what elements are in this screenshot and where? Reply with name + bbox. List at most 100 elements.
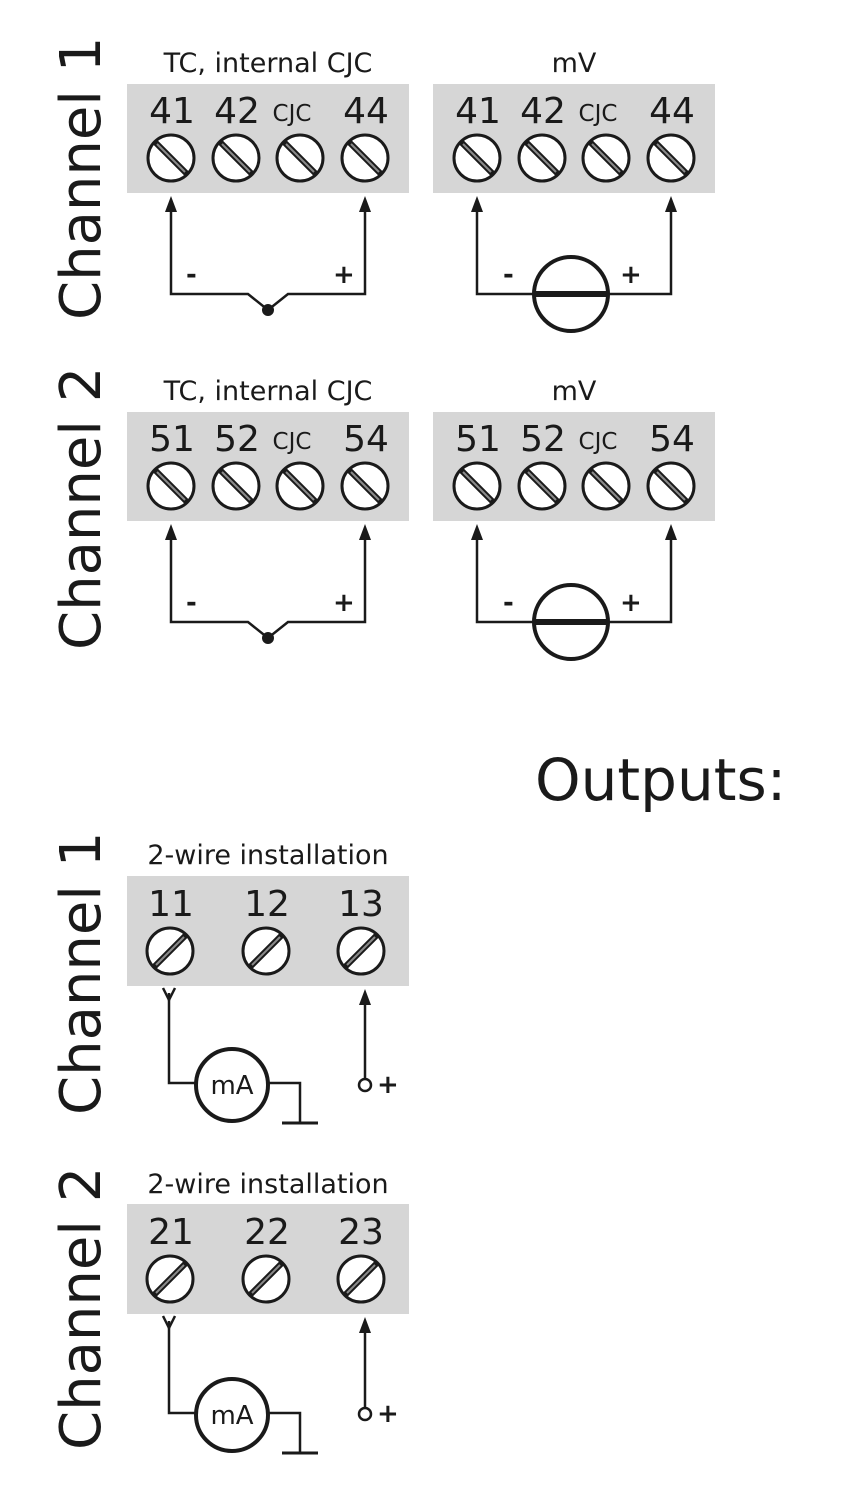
screw-terminal-icon [646,133,696,183]
output-ch2-header: 2-wire installation [147,1169,388,1200]
terminal-cjc-label: CJC [579,101,618,127]
screw-terminal-icon [241,1254,291,1304]
mv-source-icon [532,583,610,661]
mv-source-wire [475,538,673,624]
plus-sign: + [620,260,642,290]
minus-sign: - [186,588,197,618]
thermocouple-junction-icon [262,632,274,644]
plus-sign: + [377,1399,399,1429]
input-ch2-tc-terminal-group: TC, internal CJC 51 52 CJC 54 - + [127,376,409,644]
outputs-title: Outputs: [535,746,786,814]
screw-terminal-icon [340,461,390,511]
mv-source-wire [475,210,673,296]
minus-sign: - [503,260,514,290]
minus-sign: - [186,260,197,290]
screw-terminal-icon [452,133,502,183]
screw-terminal-icon [145,1254,195,1304]
terminal-number: 41 [455,91,501,132]
thermocouple-junction-icon [262,304,274,316]
screw-terminal-icon [581,461,631,511]
terminal-number: 51 [455,419,501,460]
screw-terminal-icon [340,133,390,183]
screw-terminal-icon [452,461,502,511]
ma-meter-label: mA [210,1071,253,1101]
terminal-number: 23 [338,1212,384,1253]
screw-terminal-icon [517,133,567,183]
input-ch1-mv-header: mV [552,48,597,79]
screw-terminal-icon [275,461,325,511]
terminal-number: 22 [244,1212,290,1253]
screw-terminal-icon [336,1254,386,1304]
thermocouple-wire [169,210,367,312]
arrow-up-icon [359,524,371,540]
arrow-down-icon [161,1315,177,1331]
supply-terminal-icon [357,1406,373,1422]
input-ch1-tc-header: TC, internal CJC [163,48,373,79]
terminal-number: 11 [148,884,194,925]
terminal-number: 52 [214,419,260,460]
input-channel1-label: Channel 1 [49,37,114,320]
plus-sign: + [333,588,355,618]
output-channel2-label: Channel 2 [49,1167,114,1450]
screw-terminal-icon [146,133,196,183]
screw-terminal-icon [275,133,325,183]
arrow-down-icon [161,987,177,1003]
output-ch2-terminal-group: 2-wire installation 21 22 23 mA + [127,1169,409,1455]
thermocouple-wire [169,538,367,640]
plus-sign: + [377,1070,399,1100]
screw-terminal-icon [646,461,696,511]
terminal-number: 42 [214,91,260,132]
input-channel2-label: Channel 2 [49,367,114,650]
screw-terminal-icon [241,926,291,976]
terminal-number: 44 [649,91,695,132]
terminal-number: 42 [520,91,566,132]
screw-terminal-icon [336,926,386,976]
input-ch1-tc-terminal-group: TC, internal CJC 41 42 CJC 44 - + [127,48,409,316]
output-loop-wire [167,1321,302,1453]
screw-terminal-icon [211,133,261,183]
input-ch2-mv-terminal-group: mV 51 52 CJC 54 - + [433,376,715,661]
terminal-number: 54 [649,419,695,460]
arrow-up-icon [359,1317,371,1333]
arrow-up-icon [471,196,483,212]
screw-terminal-icon [211,461,261,511]
input-ch1-mv-terminal-group: mV 41 42 CJC 44 - + [433,48,715,333]
arrow-up-icon [471,524,483,540]
terminal-cjc-label: CJC [273,101,312,127]
terminal-number: 52 [520,419,566,460]
ma-meter-icon: mA [194,1047,270,1123]
screw-terminal-icon [145,926,195,976]
terminal-cjc-label: CJC [579,429,618,455]
input-ch2-tc-header: TC, internal CJC [163,376,373,407]
mv-source-icon [532,255,610,333]
output-loop-wire [167,993,302,1123]
terminal-number: 54 [343,419,389,460]
minus-sign: - [503,588,514,618]
terminal-number: 44 [343,91,389,132]
arrow-up-icon [665,524,677,540]
ma-meter-label: mA [210,1401,253,1431]
supply-terminal-icon [357,1077,373,1093]
terminal-number: 12 [244,884,290,925]
ma-meter-icon: mA [194,1377,270,1453]
arrow-up-icon [665,196,677,212]
plus-sign: + [620,588,642,618]
output-ch1-terminal-group: 2-wire installation 11 12 13 mA + [127,840,409,1125]
arrow-up-icon [165,196,177,212]
arrow-up-icon [359,196,371,212]
screw-terminal-icon [146,461,196,511]
output-ch1-header: 2-wire installation [147,840,388,871]
terminal-cjc-label: CJC [273,429,312,455]
screw-terminal-icon [581,133,631,183]
input-ch2-mv-header: mV [552,376,597,407]
terminal-number: 41 [149,91,195,132]
output-channel1-label: Channel 1 [49,832,114,1115]
arrow-up-icon [165,524,177,540]
plus-sign: + [333,260,355,290]
terminal-number: 51 [149,419,195,460]
arrow-up-icon [359,989,371,1005]
terminal-number: 13 [338,884,384,925]
screw-terminal-icon [517,461,567,511]
terminal-number: 21 [148,1212,194,1253]
